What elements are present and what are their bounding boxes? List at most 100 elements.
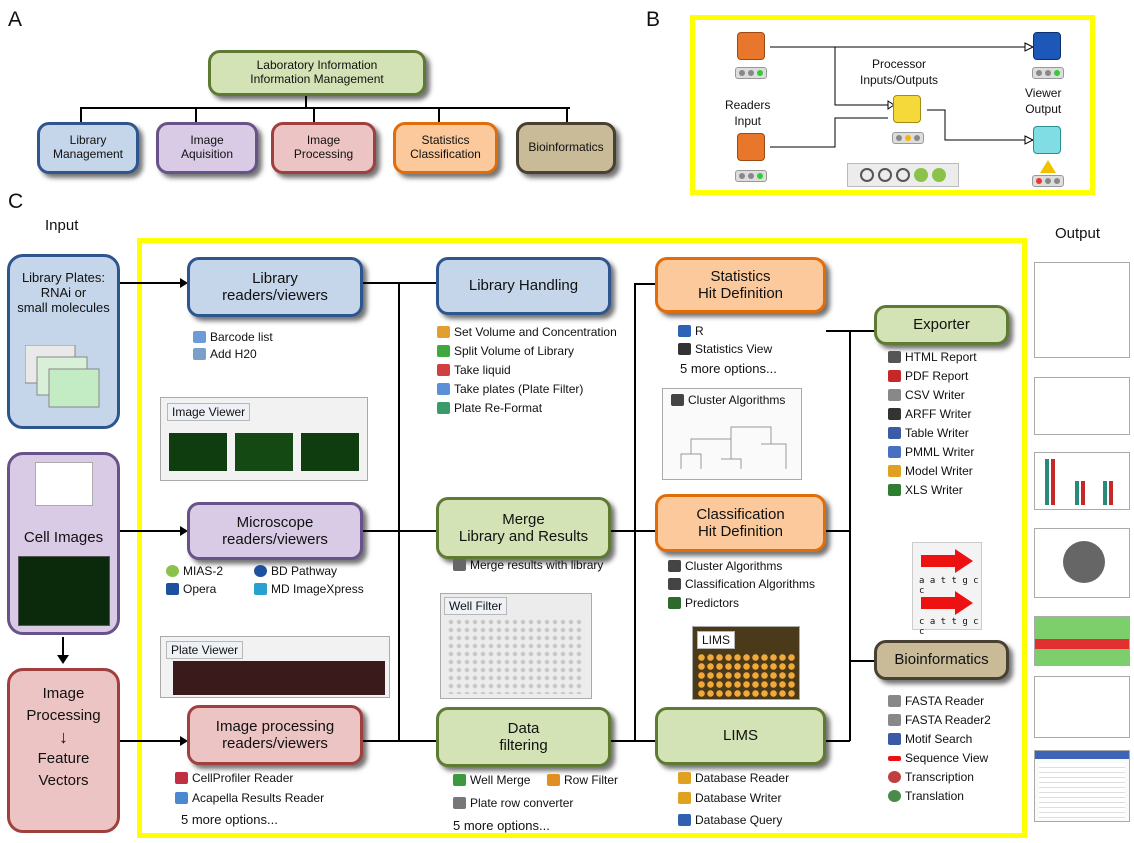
plate-reformat-icon	[437, 402, 450, 414]
well-merge-icon	[453, 774, 466, 786]
model-writer-item[interactable]: Model Writer	[888, 464, 973, 478]
output-node-status	[1032, 175, 1064, 187]
database-writer-item[interactable]: Database Writer	[678, 791, 781, 805]
panel-b-workflow: Readers Input Processor Inputs/Outputs V…	[690, 15, 1095, 195]
viewer-output-label: Viewer Output	[1025, 86, 1062, 116]
fasta-reader2-item[interactable]: FASTA Reader2	[888, 713, 991, 727]
play-icon[interactable]	[932, 168, 946, 182]
add-h20-item[interactable]: Add H20	[193, 347, 257, 361]
plate-row-icon	[453, 797, 466, 809]
arff-icon	[888, 408, 901, 420]
row-filter-item[interactable]: Row Filter	[547, 773, 618, 787]
split-volume-item[interactable]: Split Volume of Library	[437, 344, 574, 358]
split-volume-icon	[437, 345, 450, 357]
sequence-thumbnail: a a t t g c c c a t t g c c	[912, 542, 982, 637]
motif-search-item[interactable]: Motif Search	[888, 732, 972, 746]
take-plates-item[interactable]: Take plates (Plate Filter)	[437, 382, 583, 396]
cellprofiler-reader-item[interactable]: CellProfiler Reader	[175, 771, 293, 785]
data-filtering-more-options[interactable]: 5 more options...	[453, 818, 550, 833]
processor-node-icon[interactable]	[893, 95, 921, 123]
mias2-item[interactable]: MIAS-2	[166, 564, 223, 578]
arff-writer-item[interactable]: ARFF Writer	[888, 407, 971, 421]
statistics-view-item[interactable]: Statistics View	[678, 342, 772, 356]
database-writer-icon	[678, 792, 691, 804]
classification-icon	[668, 578, 681, 590]
predictors-icon	[668, 597, 681, 609]
sequence-2: c a t t g c c	[919, 617, 979, 637]
csv-writer-item[interactable]: CSV Writer	[888, 388, 965, 402]
stop-icon[interactable]	[878, 168, 892, 182]
statistics-more-options[interactable]: 5 more options...	[680, 361, 777, 376]
scatter-output-thumbnail	[1034, 262, 1130, 358]
dendrogram	[680, 426, 787, 469]
cluster-thumbnail: Cluster Algorithms	[662, 388, 802, 480]
library-plates-label: Library Plates: RNAi or small molecules	[17, 270, 110, 315]
grid-icon[interactable]	[896, 168, 910, 182]
plate-row-converter-item[interactable]: Plate row converter	[453, 796, 573, 810]
library-readers-box: Library readers/viewers	[187, 257, 363, 317]
predictors-item[interactable]: Predictors	[668, 596, 739, 610]
reader-node-2-icon[interactable]	[737, 133, 765, 161]
fasta-reader-item[interactable]: FASTA Reader	[888, 694, 984, 708]
html-icon	[888, 351, 901, 363]
merge-results-item[interactable]: Merge results with library	[453, 558, 603, 572]
transcription-item[interactable]: Transcription	[888, 770, 974, 784]
pdf-report-item[interactable]: PDF Report	[888, 369, 968, 383]
cellprofiler-icon	[175, 772, 188, 784]
html-report-item[interactable]: HTML Report	[888, 350, 977, 364]
plate-reformat-item[interactable]: Plate Re-Format	[437, 401, 542, 415]
classification-algorithms-item[interactable]: Classification Algorithms	[668, 577, 815, 591]
fasta-reader-icon	[888, 695, 901, 707]
translation-item[interactable]: Translation	[888, 789, 964, 803]
model-icon	[888, 465, 901, 477]
workflow-toolbar	[847, 163, 959, 187]
image-processing-more-options[interactable]: 5 more options...	[181, 812, 278, 827]
md-imagexpress-item[interactable]: MD ImageXpress	[254, 582, 364, 596]
xls-writer-item[interactable]: XLS Writer	[888, 483, 963, 497]
feature-vectors-label: Feature Vectors	[37, 750, 90, 789]
image-processing-input-box: Image Processing ↓ Feature Vectors	[7, 668, 120, 833]
database-query-item[interactable]: Database Query	[678, 813, 782, 827]
fast-forward-icon[interactable]	[914, 168, 928, 182]
sequence-view-icon	[888, 755, 901, 761]
image-processing-readers-box: Image processing readers/viewers	[187, 705, 363, 765]
cluster-algorithms-item[interactable]: Cluster Algorithms	[668, 559, 782, 573]
sequence-view-item[interactable]: Sequence View	[888, 751, 988, 765]
processor-node-status	[892, 132, 924, 144]
set-volume-icon	[437, 326, 450, 338]
acapella-reader-item[interactable]: Acapella Results Reader	[175, 791, 324, 805]
processor-label: Processor Inputs/Outputs	[860, 57, 939, 87]
heatmap-output-thumbnail	[1034, 616, 1130, 666]
well-merge-item[interactable]: Well Merge	[453, 773, 530, 787]
boxplot-output-thumbnail	[1034, 377, 1130, 435]
lims-root-box: Laboratory Information Information Manag…	[208, 50, 426, 96]
database-reader-item[interactable]: Database Reader	[678, 771, 789, 785]
warning-icon	[1040, 160, 1056, 173]
take-liquid-icon	[437, 364, 450, 376]
database-query-icon	[678, 814, 691, 826]
pie-output-thumbnail	[1034, 528, 1130, 598]
output-label: Output	[1055, 225, 1101, 242]
library-management-box: Library Management	[37, 122, 139, 174]
opera-item[interactable]: Opera	[166, 582, 216, 596]
input-label: Input	[45, 217, 79, 234]
viewer-node-icon[interactable]	[1033, 32, 1061, 60]
take-liquid-item[interactable]: Take liquid	[437, 363, 511, 377]
well-filter-thumbnail: Well Filter	[440, 593, 592, 699]
r-item[interactable]: R	[678, 324, 704, 338]
r-icon	[678, 325, 691, 337]
barcode-list-item[interactable]: Barcode list	[193, 330, 273, 344]
reader-node-1-icon[interactable]	[737, 32, 765, 60]
set-volume-item[interactable]: Set Volume and Concentration	[437, 325, 617, 339]
motif-search-icon	[888, 733, 901, 745]
pmml-icon	[888, 446, 901, 458]
bioinformatics-box: Bioinformatics	[516, 122, 616, 174]
lims-box: LIMS	[655, 707, 826, 765]
table-icon	[888, 427, 901, 439]
table-writer-item[interactable]: Table Writer	[888, 426, 969, 440]
bd-pathway-item[interactable]: BD Pathway	[254, 564, 337, 578]
output-node-icon[interactable]	[1033, 126, 1061, 154]
image-viewer-title: Image Viewer	[167, 403, 251, 421]
node-icon[interactable]	[860, 168, 874, 182]
pmml-writer-item[interactable]: PMML Writer	[888, 445, 974, 459]
